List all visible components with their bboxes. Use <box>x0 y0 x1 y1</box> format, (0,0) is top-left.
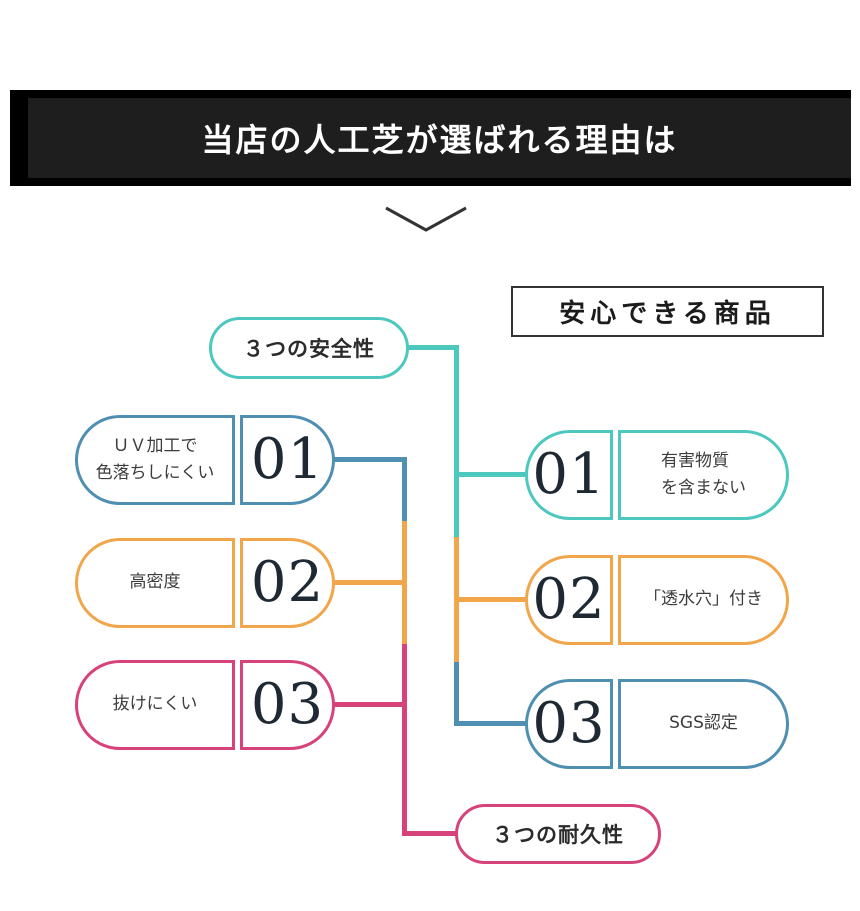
feature-text-line-1: 抜けにくい <box>112 694 198 715</box>
feature-text-line-1: SGS認定 <box>669 713 738 734</box>
feature-text-line-1: 有害物質 <box>661 450 729 471</box>
connector-right-vertical-teal <box>454 345 459 537</box>
feature-text: 有害物質 を含まない <box>618 430 789 520</box>
feature-number: 02 <box>240 538 335 628</box>
connector-left-vertical-pink <box>402 644 407 836</box>
connector-left-vertical-blue <box>402 457 407 521</box>
safety-group-label: ３つの安全性 <box>243 337 375 361</box>
feature-number: 03 <box>525 679 613 769</box>
feature-number: 01 <box>240 415 335 505</box>
feature-text-line-1: 「透水穴」付き <box>644 589 763 610</box>
feature-card-uv: ＵＶ加工で 色落ちしにくい 01 <box>75 415 335 505</box>
feature-card-no-harmful: 01 有害物質 を含まない <box>525 430 789 520</box>
connector-left-01 <box>333 457 405 462</box>
connector-left-vertical-orange <box>402 521 407 644</box>
banner: 当店の人工芝が選ばれる理由は <box>28 98 851 178</box>
chevron-down-icon <box>385 206 467 232</box>
feature-number: 02 <box>525 555 613 645</box>
connector-durability-horizontal <box>402 831 460 836</box>
feature-card-drainage: 02 「透水穴」付き <box>525 555 789 645</box>
feature-card-density: 高密度 02 <box>75 538 335 628</box>
connector-left-03 <box>333 702 405 707</box>
connector-left-02 <box>333 580 405 585</box>
feature-text: SGS認定 <box>618 679 789 769</box>
safe-product-label: 安心できる商品 <box>559 299 776 329</box>
feature-number: 01 <box>525 430 613 520</box>
safety-group-pill: ３つの安全性 <box>209 317 409 379</box>
feature-number: 03 <box>240 660 335 750</box>
feature-text-line-1: ＵＶ加工で <box>112 435 198 456</box>
safe-product-box: 安心できる商品 <box>511 286 824 337</box>
durability-group-pill: ３つの耐久性 <box>455 804 661 864</box>
connector-right-01 <box>454 472 528 477</box>
connector-right-02 <box>454 597 528 602</box>
feature-text: 抜けにくい <box>75 660 235 750</box>
feature-text-line-2: を含まない <box>661 478 746 498</box>
feature-text-line-2: 色落ちしにくい <box>95 463 215 483</box>
feature-card-no-shedding: 抜けにくい 03 <box>75 660 335 750</box>
durability-group-label: ３つの耐久性 <box>492 823 624 847</box>
connector-safety-horizontal <box>406 345 456 350</box>
feature-text: ＵＶ加工で 色落ちしにくい <box>75 415 235 505</box>
feature-text: 「透水穴」付き <box>618 555 789 645</box>
feature-text: 高密度 <box>75 538 235 628</box>
feature-text-line-1: 高密度 <box>129 572 181 593</box>
connector-right-vertical-blue <box>454 662 459 726</box>
connector-right-03 <box>454 721 528 726</box>
feature-card-sgs: 03 SGS認定 <box>525 679 789 769</box>
banner-title: 当店の人工芝が選ばれる理由は <box>201 121 678 159</box>
